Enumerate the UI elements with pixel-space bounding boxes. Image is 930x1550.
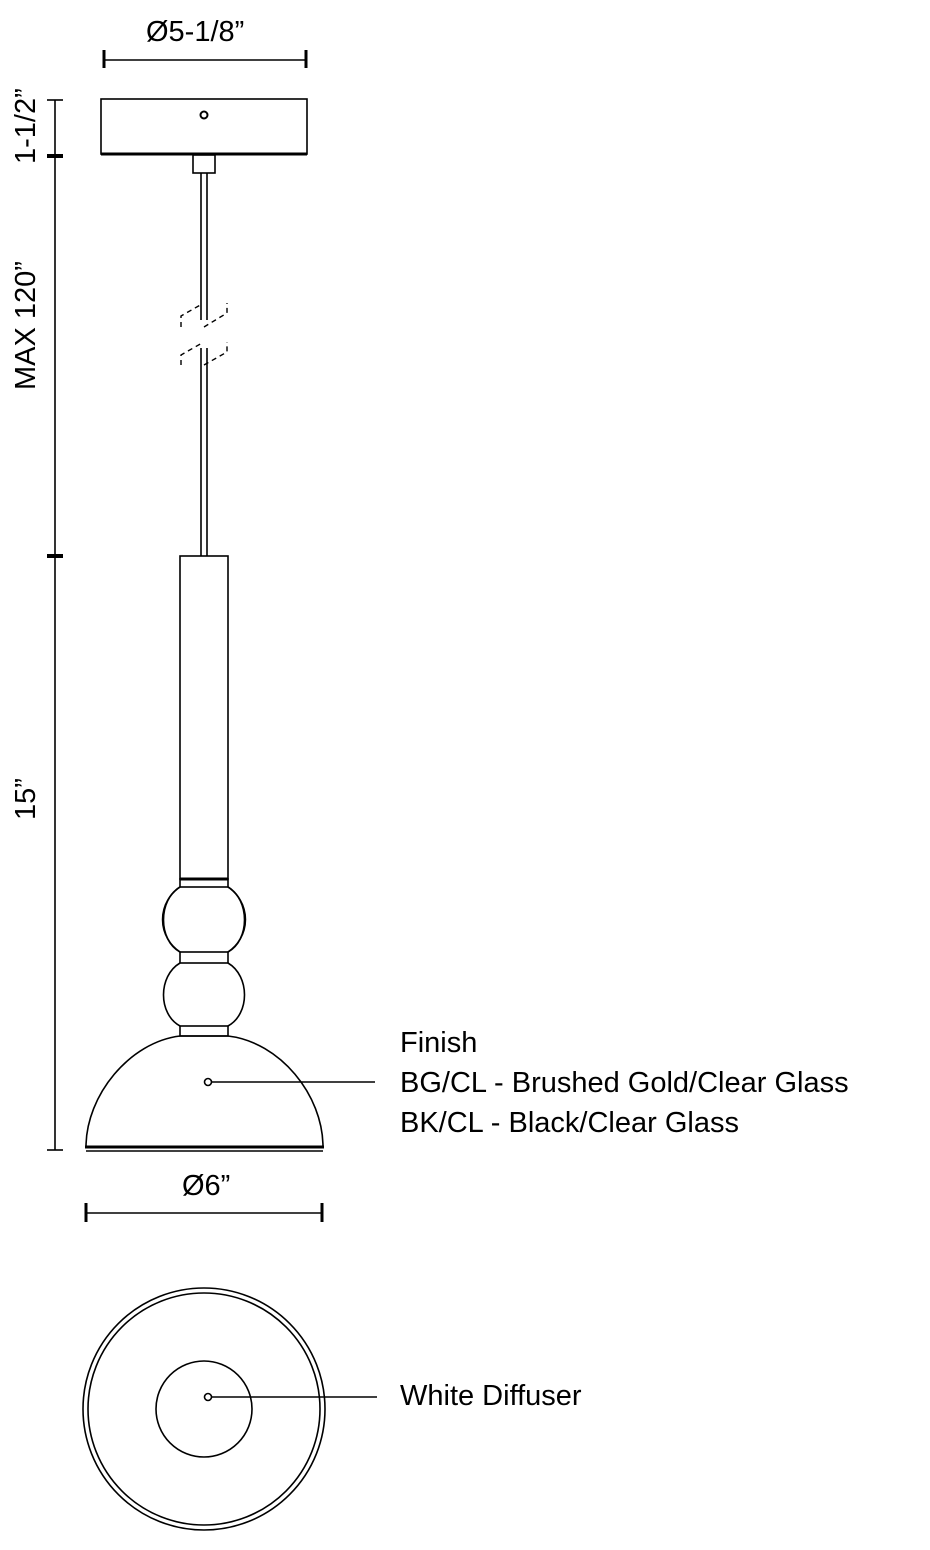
tube-body bbox=[179, 555, 229, 888]
bottom-view bbox=[82, 1287, 377, 1531]
cable bbox=[200, 173, 208, 556]
height-dimension-line bbox=[47, 99, 63, 1151]
dome-shade bbox=[85, 1035, 375, 1152]
finish-title: Finish bbox=[400, 1027, 478, 1059]
canopy-height-label: 1-1/2” bbox=[10, 88, 42, 164]
white-diffuser-label: White Diffuser bbox=[400, 1380, 582, 1412]
shade-diameter-label: Ø6” bbox=[182, 1170, 231, 1202]
cable-break-symbol bbox=[180, 303, 228, 366]
finish-option-bk-cl: BK/CL - Black/Clear Glass bbox=[400, 1107, 739, 1139]
max-cable-length-label: MAX 120” bbox=[10, 261, 42, 390]
glass-spheres bbox=[161, 886, 247, 1037]
finish-option-bg-cl: BG/CL - Brushed Gold/Clear Glass bbox=[400, 1067, 849, 1099]
shade-diameter-dimension-line bbox=[84, 1203, 324, 1222]
canopy bbox=[100, 98, 308, 174]
canopy-diameter-dimension-line bbox=[102, 50, 308, 68]
fixture-height-label: 15” bbox=[10, 778, 42, 820]
canopy-diameter-label: Ø5-1/8” bbox=[146, 16, 245, 48]
